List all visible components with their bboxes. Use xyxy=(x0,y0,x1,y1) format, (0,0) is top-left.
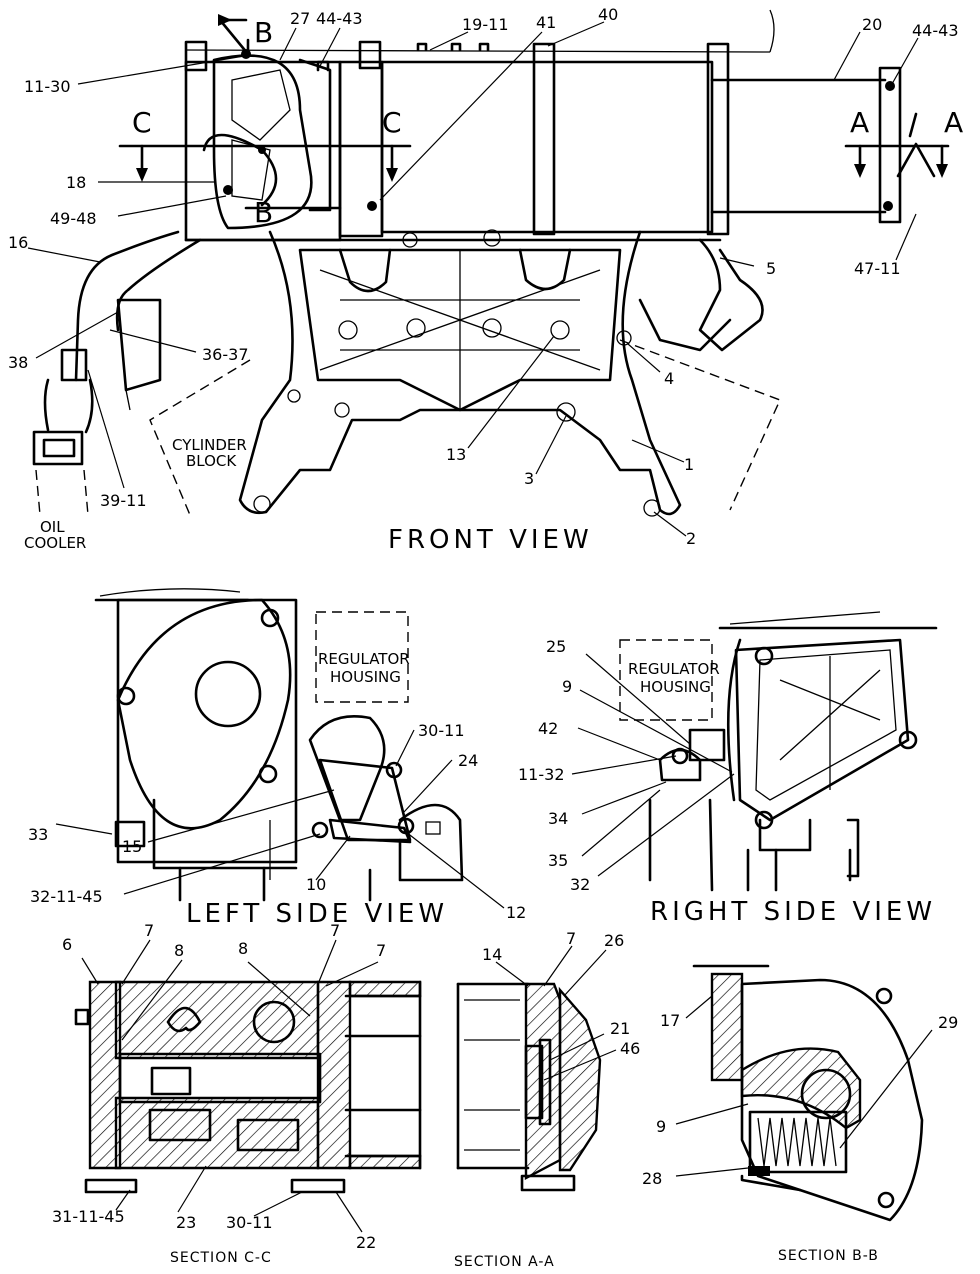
note-cylinder: CYLINDER xyxy=(172,436,247,454)
section-letter-c-left: C xyxy=(132,106,152,139)
section-letter-b-bottom: B xyxy=(254,196,273,229)
callout-label: 11-30 xyxy=(24,77,71,96)
right-side-view xyxy=(619,611,938,892)
callout-label: 25 xyxy=(546,637,566,656)
left-side-view xyxy=(94,588,464,902)
callout-label: 31-11-45 xyxy=(52,1207,125,1226)
section-bb xyxy=(692,964,924,1222)
note-oil: OIL xyxy=(40,518,65,536)
callout-label: 5 xyxy=(766,259,776,278)
callout-label: 40 xyxy=(598,5,618,24)
callout-label: 27 xyxy=(290,9,310,28)
callout-label: 11-32 xyxy=(518,765,565,784)
section-cc-title: SECTION C-C xyxy=(170,1250,272,1266)
callout-label: 22 xyxy=(356,1233,376,1252)
callout-label: 44-43 xyxy=(912,21,959,40)
callout-label: 16 xyxy=(8,233,28,252)
section-letter-b-top: B xyxy=(254,16,273,49)
callout-label: 7 xyxy=(144,921,154,940)
callout-label: 18 xyxy=(66,173,86,192)
callout-label: 9 xyxy=(562,677,572,696)
callout-label: 23 xyxy=(176,1213,196,1232)
callout-label: 8 xyxy=(238,939,248,958)
callout-label: 1 xyxy=(684,455,694,474)
note-cooler: COOLER xyxy=(24,534,86,552)
left-side-view-title: LEFT SIDE VIEW xyxy=(186,899,448,929)
leader-lines xyxy=(27,21,933,1233)
callout-label: 3 xyxy=(524,469,534,488)
right-side-view-title: RIGHT SIDE VIEW xyxy=(650,897,936,927)
callout-labels: 11-30 27 44-43 19-11 41 40 20 44-43 18 4… xyxy=(8,5,959,1252)
callout-label: 2 xyxy=(686,529,696,548)
callout-label: 20 xyxy=(862,15,882,34)
callout-label: 8 xyxy=(174,941,184,960)
callout-label: 7 xyxy=(330,921,340,940)
note-housing-left: HOUSING xyxy=(330,668,401,686)
callout-label: 30-11 xyxy=(226,1213,273,1232)
callout-label: 38 xyxy=(8,353,28,372)
callout-label: 35 xyxy=(548,851,568,870)
callout-label: 6 xyxy=(62,935,72,954)
callout-label: 12 xyxy=(506,903,526,922)
callout-label: 7 xyxy=(566,929,576,948)
callout-label: 39-11 xyxy=(100,491,147,510)
callout-label: 41 xyxy=(536,13,556,32)
callout-label: 7 xyxy=(376,941,386,960)
note-housing-right: HOUSING xyxy=(640,678,711,696)
callout-label: 44-43 xyxy=(316,9,363,28)
front-view xyxy=(32,9,950,517)
section-letter-c-right: C xyxy=(382,106,402,139)
callout-label: 49-48 xyxy=(50,209,97,228)
section-aa-title: SECTION A-A xyxy=(454,1254,555,1270)
section-aa xyxy=(456,982,602,1192)
callout-label: 46 xyxy=(620,1039,640,1058)
callout-label: 36-37 xyxy=(202,345,249,364)
callout-label: 10 xyxy=(306,875,326,894)
note-regulator-left: REGULATOR xyxy=(318,650,410,668)
section-letter-a-right: A xyxy=(944,106,963,139)
callout-label: 42 xyxy=(538,719,558,738)
callout-label: 19-11 xyxy=(462,15,509,34)
callout-label: 24 xyxy=(458,751,478,770)
section-cc xyxy=(74,980,422,1194)
section-bb-title: SECTION B-B xyxy=(778,1248,879,1264)
callout-label: 14 xyxy=(482,945,502,964)
callout-label: 17 xyxy=(660,1011,680,1030)
callout-label: 15 xyxy=(122,837,142,856)
callout-label: 13 xyxy=(446,445,466,464)
callout-label: 32-11-45 xyxy=(30,887,103,906)
note-regulator-right: REGULATOR xyxy=(628,660,720,678)
note-block: BLOCK xyxy=(186,452,237,470)
callout-label: 34 xyxy=(548,809,568,828)
front-view-title: FRONT VIEW xyxy=(388,525,593,555)
callout-label: 4 xyxy=(664,369,674,388)
callout-label: 33 xyxy=(28,825,48,844)
callout-label: 26 xyxy=(604,931,624,950)
callout-label: 29 xyxy=(938,1013,958,1032)
callout-label: 30-11 xyxy=(418,721,465,740)
callout-label: 21 xyxy=(610,1019,630,1038)
section-letter-a-left: A xyxy=(850,106,869,139)
callout-label: 28 xyxy=(642,1169,662,1188)
callout-label: 47-11 xyxy=(854,259,901,278)
callout-label: 9 xyxy=(656,1117,666,1136)
callout-label: 32 xyxy=(570,875,590,894)
